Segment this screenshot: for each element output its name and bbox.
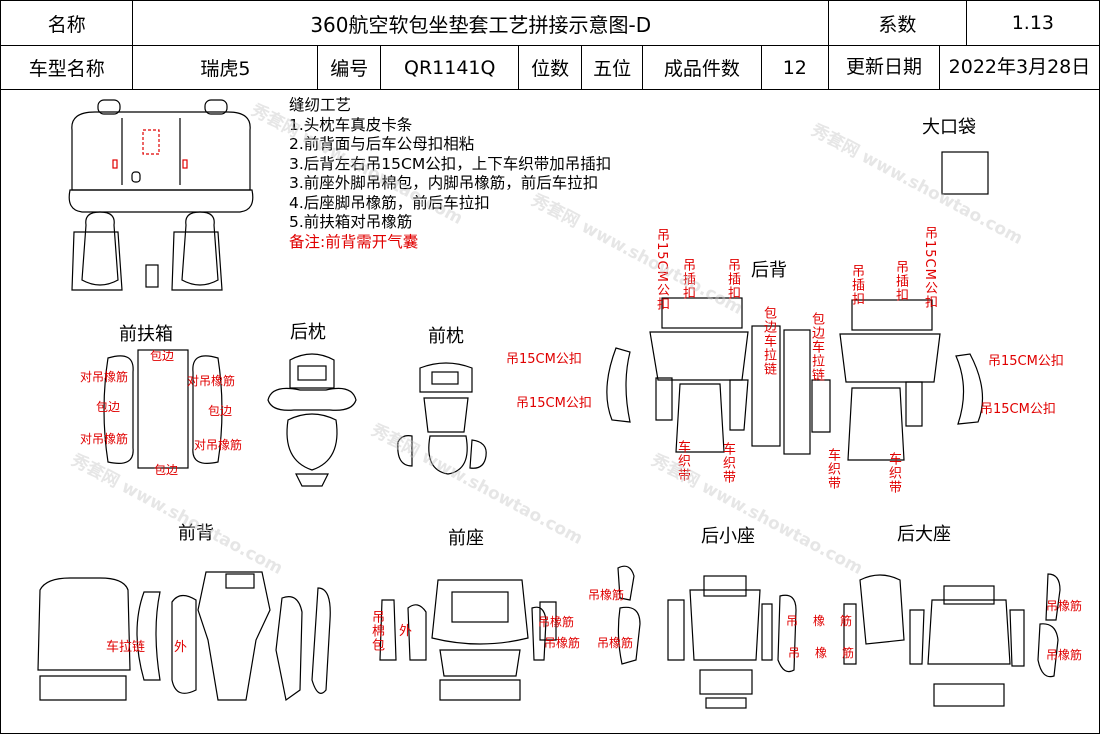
armrest-elastic-2: 对吊橡筋 [187, 374, 236, 388]
rear-back-15cm-side-3: 吊15CM公扣 [988, 354, 1064, 369]
craft-step-6: 5.前扶箱对吊橡筋 [289, 213, 413, 231]
rear-big-elastic-2: 吊橡筋 [1046, 648, 1083, 662]
armrest-edge-bottom: 包边 [154, 463, 179, 477]
rear-pillow-pieces [267, 353, 357, 487]
rear-back-webbing-4: 车织带 [886, 452, 901, 494]
armrest-edge-left: 包边 [96, 400, 121, 414]
model-label: 车型名称 [0, 45, 134, 90]
rear-small-elastic-f: 筋 [842, 646, 855, 660]
rear-back-webbing-2: 车织带 [720, 442, 735, 484]
craft-step-5: 4.后座脚吊橡筋，前后车拉扣 [289, 193, 490, 212]
code-label: 编号 [317, 45, 382, 90]
front-seat-elastic-1: 吊橡筋 [538, 615, 575, 629]
rear-back-15cm-right: 吊15CM公扣 [922, 226, 937, 309]
front-back-zipper: 车拉链 [106, 640, 146, 655]
rear-back-pieces [606, 297, 984, 461]
front-seat-label: 前座 [448, 528, 484, 549]
front-pillow-label: 前枕 [428, 326, 464, 347]
front-seat-outer: 外 [399, 624, 413, 639]
pieces-value: 12 [760, 45, 829, 90]
rear-small-elastic-2: 吊橡筋 [597, 636, 634, 650]
craft-remark: 备注:前背需开气囊 [289, 232, 419, 251]
seat-value: 五位 [581, 45, 644, 90]
rear-back-edge-zipper-right: 包边车拉链 [809, 312, 824, 382]
front-back-label: 前背 [178, 523, 214, 544]
rear-back-buckle-1: 吊插扣 [680, 258, 695, 300]
code-value: QR1141Q [380, 45, 520, 90]
model-value: 瑞虎5 [132, 45, 319, 90]
rear-back-15cm-left: 吊15CM公扣 [654, 228, 669, 311]
front-back-pieces [37, 571, 331, 702]
craft-step-1: 1.头枕车真皮卡条 [289, 115, 413, 134]
rear-back-15cm-side-2: 吊15CM公扣 [516, 396, 592, 411]
craft-step-2: 2.前背面与后车公母扣相粘 [289, 135, 475, 153]
rear-back-buckle-2: 吊插扣 [725, 258, 740, 300]
armrest-elastic-4: 对吊橡筋 [194, 438, 243, 452]
rear-back-buckle-4: 吊插扣 [893, 260, 908, 302]
rear-big-seat-label: 后大座 [897, 524, 951, 545]
armrest-edge-right: 包边 [208, 404, 233, 418]
rear-back-webbing-1: 车织带 [675, 440, 690, 482]
rear-back-webbing-3: 车织带 [825, 448, 840, 490]
header-table: 名称 360航空软包坐垫套工艺拼接示意图-D 系数 1.13 车型名称 瑞虎5 … [0, 0, 1100, 90]
rear-pillow-label: 后枕 [290, 322, 326, 343]
rear-back-15cm-side-4: 吊15CM公扣 [980, 402, 1056, 417]
pieces-label: 成品件数 [642, 45, 762, 90]
big-bag-label: 大口袋 [922, 117, 976, 138]
rear-small-elastic-b: 橡 [813, 614, 826, 628]
front-seat-pieces [379, 579, 557, 701]
rear-small-elastic-1: 吊橡筋 [588, 588, 625, 602]
craft-step-3: 3.后背左右吊15CM公扣，上下车织带加吊插扣 [289, 154, 612, 173]
rear-big-seat-pieces [843, 573, 1061, 707]
seat-overview-diagram [68, 99, 254, 291]
big-bag-piece [941, 151, 989, 195]
rear-small-seat-label: 后小座 [701, 526, 755, 547]
front-back-outer: 外 [174, 640, 188, 655]
rear-back-15cm-side-1: 吊15CM公扣 [506, 352, 582, 367]
rear-back-buckle-3: 吊插扣 [849, 264, 864, 306]
front-seat-elastic-2: 吊橡筋 [544, 636, 581, 650]
rear-big-elastic-1: 吊橡筋 [1046, 599, 1083, 613]
date-value: 2022年3月28日 [948, 56, 1091, 78]
coef-value: 1.13 [965, 0, 1100, 46]
rear-small-elastic-e: 橡 [815, 646, 828, 660]
rear-small-elastic-d: 吊 [788, 646, 801, 660]
drawing-title: 360航空软包坐垫套工艺拼接示意图-D [132, 0, 829, 46]
front-armrest-label: 前扶箱 [119, 324, 173, 345]
front-pillow-pieces [397, 362, 487, 475]
front-seat-cotton: 吊棉包 [369, 610, 384, 652]
sewing-craft-notes: 缝纫工艺 1.头枕车真皮卡条 2.前背面与后车公母扣相粘 3.后背左右吊15CM… [289, 96, 611, 252]
seat-label: 位数 [518, 45, 583, 90]
date-label: 更新日期 [829, 46, 940, 89]
rear-small-seat-pieces [617, 565, 797, 709]
date-cell: 更新日期 2022年3月28日 [827, 45, 1100, 90]
rear-small-elastic-a: 吊 [786, 614, 799, 628]
armrest-elastic-1: 对吊橡筋 [80, 370, 129, 384]
armrest-elastic-3: 对吊橡筋 [80, 432, 129, 446]
front-armrest-pieces [103, 349, 223, 469]
rear-small-elastic-c: 筋 [840, 614, 853, 628]
craft-step-4: 3.前座外脚吊棉包，内脚吊橡筋，前后车拉扣 [289, 174, 599, 192]
armrest-edge-top: 包边 [150, 349, 175, 363]
coef-label: 系数 [827, 0, 967, 46]
rear-back-edge-zipper-left: 包边车拉链 [761, 306, 776, 376]
craft-title: 缝纫工艺 [289, 96, 352, 114]
rear-back-label: 后背 [751, 260, 787, 281]
